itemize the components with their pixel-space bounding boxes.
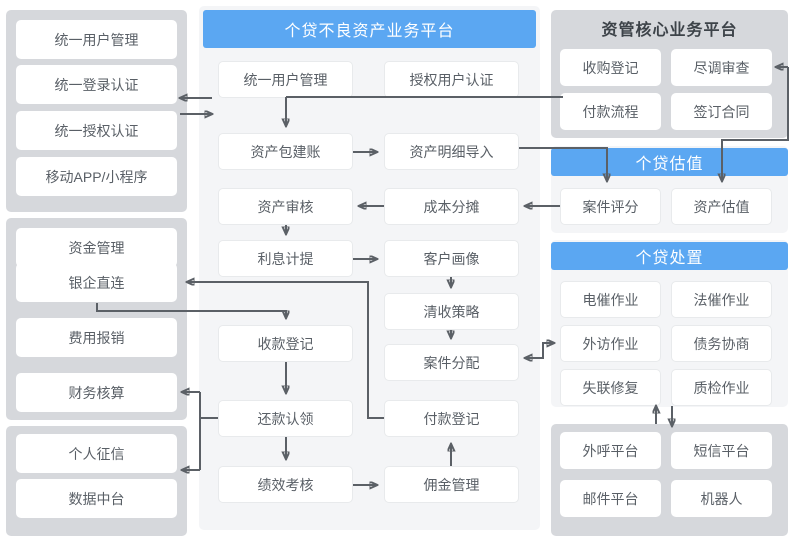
node-platform-9[interactable]: 收款登记 (218, 325, 353, 362)
node-disposal-4[interactable]: 失联修复 (560, 369, 661, 406)
node-platform-8[interactable]: 清收策略 (384, 293, 519, 330)
node-auth-0[interactable]: 统一用户管理 (16, 20, 177, 59)
node-platform-1[interactable]: 授权用户认证 (384, 61, 519, 98)
node-core-0[interactable]: 收购登记 (560, 49, 661, 86)
node-channel-0[interactable]: 外呼平台 (560, 432, 661, 469)
node-platform-14[interactable]: 佣金管理 (384, 466, 519, 503)
node-valuation-1[interactable]: 资产估值 (671, 188, 772, 225)
node-disposal-2[interactable]: 外访作业 (560, 325, 661, 362)
node-finance-3[interactable]: 财务核算 (16, 373, 177, 412)
node-platform-3[interactable]: 资产明细导入 (384, 133, 519, 170)
node-platform-4[interactable]: 资产审核 (218, 188, 353, 225)
disposal-header: 个贷处置 (551, 242, 788, 270)
node-disposal-5[interactable]: 质检作业 (671, 369, 772, 406)
node-channel-2[interactable]: 邮件平台 (560, 480, 661, 517)
node-platform-10[interactable]: 案件分配 (384, 344, 519, 381)
node-finance-0[interactable]: 资金管理 (16, 228, 177, 267)
node-platform-12[interactable]: 付款登记 (384, 400, 519, 437)
node-auth-2[interactable]: 统一授权认证 (16, 111, 177, 150)
node-disposal-1[interactable]: 法催作业 (671, 281, 772, 318)
node-core-2[interactable]: 付款流程 (560, 93, 661, 130)
node-auth-1[interactable]: 统一登录认证 (16, 65, 177, 104)
node-platform-2[interactable]: 资产包建账 (218, 133, 353, 170)
node-core-1[interactable]: 尽调审查 (671, 49, 772, 86)
node-channel-3[interactable]: 机器人 (671, 480, 772, 517)
node-platform-5[interactable]: 成本分摊 (384, 188, 519, 225)
node-platform-0[interactable]: 统一用户管理 (218, 61, 353, 98)
node-disposal-0[interactable]: 电催作业 (560, 281, 661, 318)
node-data-0[interactable]: 个人征信 (16, 434, 177, 473)
node-finance-2[interactable]: 费用报销 (16, 318, 177, 357)
node-finance-1[interactable]: 银企直连 (16, 263, 177, 302)
valuation-header: 个贷估值 (551, 148, 788, 176)
core-header: 资管核心业务平台 (601, 22, 738, 39)
node-platform-13[interactable]: 绩效考核 (218, 466, 353, 503)
node-core-3[interactable]: 签订合同 (671, 93, 772, 130)
node-platform-6[interactable]: 利息计提 (218, 240, 353, 277)
node-channel-1[interactable]: 短信平台 (671, 432, 772, 469)
node-platform-11[interactable]: 还款认领 (218, 400, 353, 437)
node-platform-7[interactable]: 客户画像 (384, 240, 519, 277)
node-valuation-0[interactable]: 案件评分 (560, 188, 661, 225)
node-disposal-3[interactable]: 债务协商 (671, 325, 772, 362)
node-data-1[interactable]: 数据中台 (16, 479, 177, 518)
node-auth-3[interactable]: 移动APP/小程序 (16, 157, 177, 196)
platform-header: 个贷不良资产业务平台 (203, 10, 536, 48)
